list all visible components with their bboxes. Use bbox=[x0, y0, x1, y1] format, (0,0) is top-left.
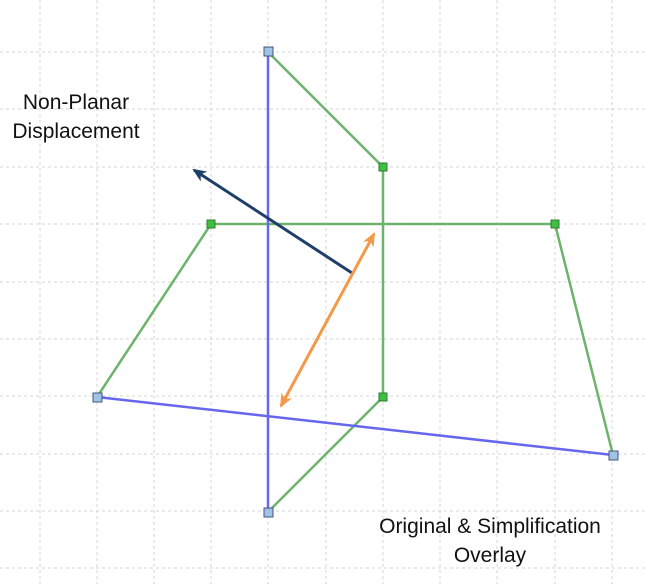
original-polygon-diagonal-edge bbox=[96, 395, 614, 457]
non-planar-label-line-2: Displacement bbox=[12, 120, 140, 143]
simplified-polygon-outline-lower bbox=[95, 222, 615, 456]
non-planar-label-line-1: Non-Planar bbox=[22, 91, 130, 114]
overlay-label: Original & Simplification Overlay bbox=[352, 512, 628, 570]
overlay-label-line-1: Original & Simplification bbox=[379, 515, 601, 538]
simplified-vertex-handle[interactable] bbox=[378, 162, 388, 172]
displacement-arrow bbox=[192, 168, 353, 275]
original-vertex-handle[interactable] bbox=[263, 46, 274, 57]
simplified-vertex-handle[interactable] bbox=[206, 219, 216, 229]
overlay-double-arrow bbox=[279, 232, 376, 408]
simplified-vertex-handle[interactable] bbox=[378, 392, 388, 402]
simplified-vertices bbox=[206, 162, 560, 402]
original-vertex-handle[interactable] bbox=[608, 450, 619, 461]
simplified-polygon-outline bbox=[267, 51, 385, 513]
original-vertices bbox=[92, 46, 619, 518]
original-vertex-handle[interactable] bbox=[92, 392, 103, 403]
non-planar-displacement-label: Non-Planar Displacement bbox=[0, 88, 152, 146]
original-vertex-handle[interactable] bbox=[263, 507, 274, 518]
simplified-vertex-handle[interactable] bbox=[550, 219, 560, 229]
overlay-label-line-2: Overlay bbox=[453, 544, 527, 567]
